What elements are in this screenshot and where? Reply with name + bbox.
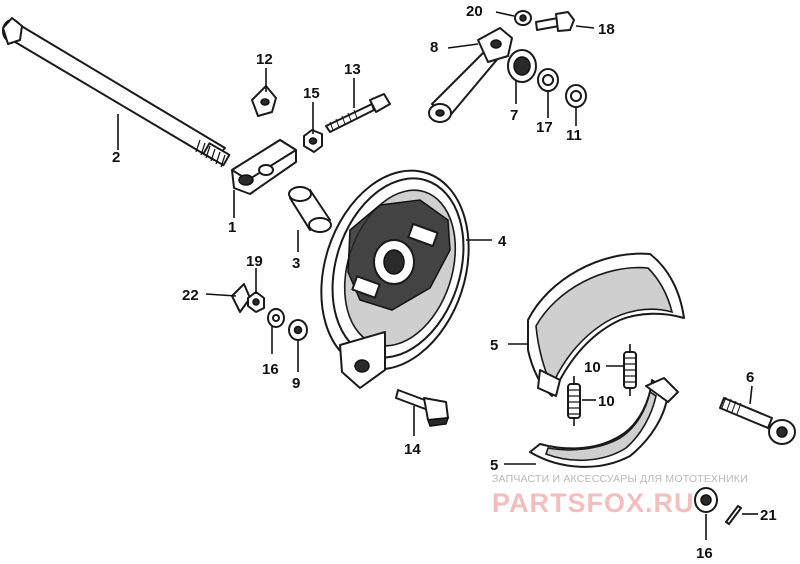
clip[interactable] (251, 85, 277, 117)
washer-11[interactable] (565, 84, 587, 108)
axle[interactable] (2, 17, 231, 168)
axle-plate[interactable] (231, 139, 297, 195)
washer-16-left[interactable] (267, 308, 285, 328)
callout-21: 21 (760, 507, 777, 524)
bolt-13[interactable] (325, 93, 391, 133)
callout-18: 18 (598, 21, 615, 38)
nut-19[interactable] (247, 291, 265, 313)
callout-10-lower: 10 (598, 393, 615, 410)
watermark-tagline: ЗАПЧАСТИ И АКСЕССУАРЫ ДЛЯ МОТОТЕХНИКИ (492, 473, 748, 485)
callout-3: 3 (292, 255, 300, 272)
brake-panel[interactable] (297, 151, 493, 389)
callout-labels: 2 1 12 15 13 3 4 8 7 17 11 20 18 22 19 1… (112, 3, 777, 562)
callout-12: 12 (256, 51, 273, 68)
callout-20: 20 (466, 3, 483, 20)
callout-15: 15 (303, 85, 320, 102)
callout-7: 7 (510, 107, 518, 124)
brake-shoe-lower[interactable] (529, 377, 679, 468)
callout-17: 17 (536, 119, 553, 136)
spacer-tube[interactable] (288, 186, 332, 233)
callout-6: 6 (746, 369, 754, 386)
callout-9: 9 (292, 375, 300, 392)
washer-20[interactable] (514, 10, 532, 26)
nut-15[interactable] (303, 129, 323, 153)
washer-17[interactable] (537, 68, 559, 92)
brake-shoe-upper[interactable] (527, 252, 685, 397)
bolt-18[interactable] (535, 11, 575, 32)
callout-13: 13 (344, 61, 361, 78)
callout-10-upper: 10 (584, 359, 601, 376)
callout-4: 4 (498, 233, 507, 250)
washer-16-right[interactable] (694, 487, 718, 513)
spring-lower[interactable] (567, 376, 581, 426)
callout-14: 14 (404, 441, 421, 458)
leader-lines (117, 11, 758, 540)
brake-cam[interactable] (395, 389, 450, 427)
cam-spindle[interactable] (719, 396, 796, 445)
callout-5-lower: 5 (490, 457, 498, 474)
washer-9[interactable] (288, 319, 308, 341)
callout-19: 19 (246, 253, 263, 270)
callout-16-left: 16 (262, 361, 279, 378)
watermark-logo: PARTSFOX.RU (492, 488, 695, 518)
seal[interactable] (507, 49, 537, 83)
callout-1: 1 (228, 219, 236, 236)
callout-8: 8 (430, 39, 438, 56)
spring-upper[interactable] (623, 344, 637, 396)
callout-22: 22 (182, 287, 199, 304)
callout-5-upper: 5 (490, 337, 498, 354)
callout-16-right: 16 (696, 545, 713, 562)
brake-arm[interactable] (428, 27, 513, 123)
callout-2: 2 (112, 149, 120, 166)
callout-11: 11 (566, 127, 582, 144)
pin-21[interactable] (725, 505, 742, 525)
